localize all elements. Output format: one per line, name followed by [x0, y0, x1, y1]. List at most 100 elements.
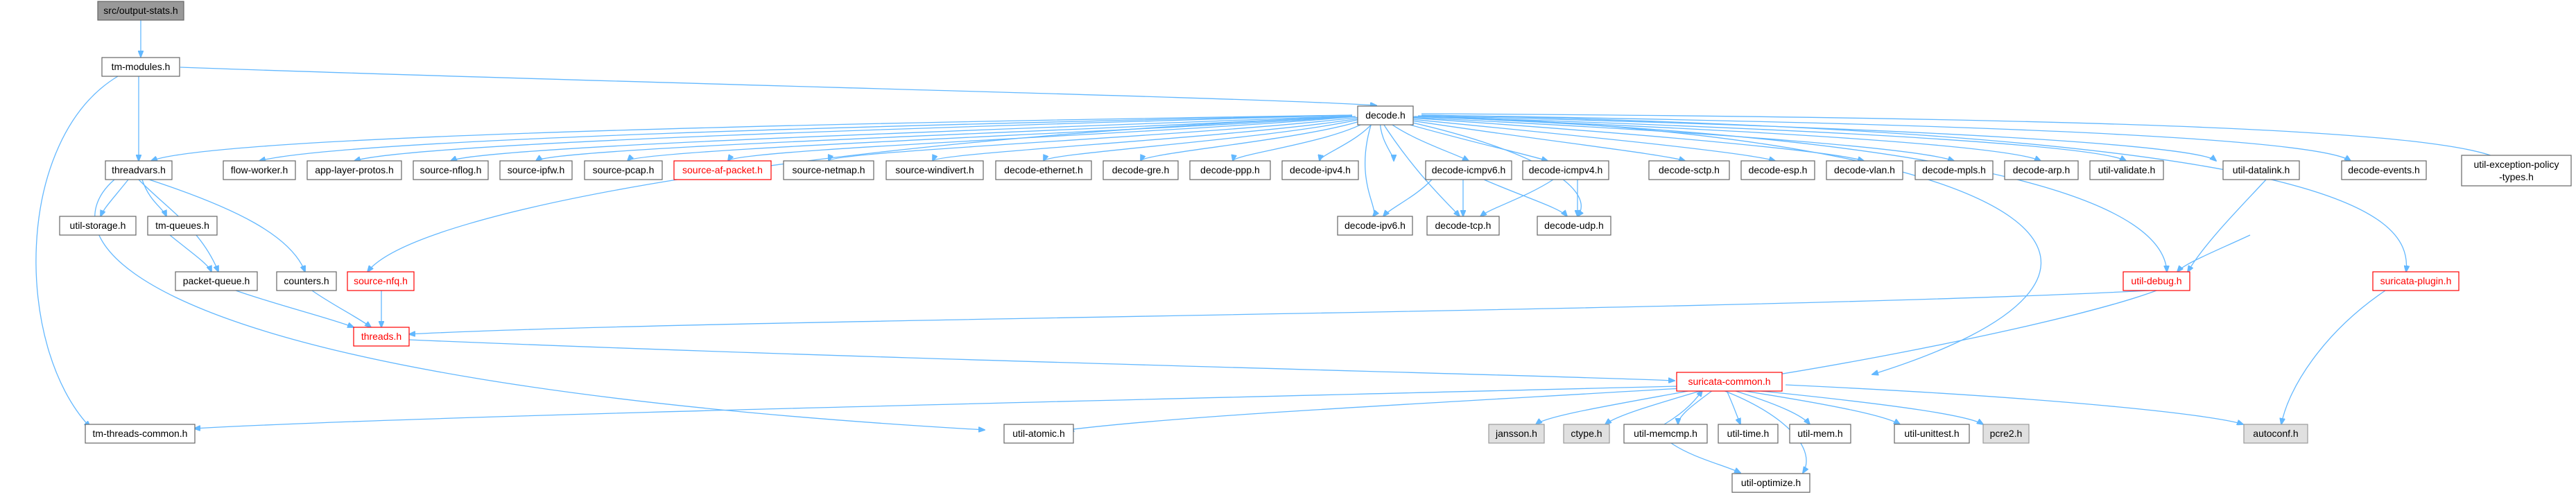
edge [311, 290, 371, 327]
node-suricata-plugin[interactable]: suricata-plugin.h [2372, 271, 2460, 291]
edge [1397, 117, 1775, 161]
node-label: source-nflog.h [420, 164, 482, 175]
node-label: decode-vlan.h [1834, 164, 1895, 175]
node-source-nflog[interactable]: source-nflog.h [413, 160, 489, 180]
node-label: tm-threads-common.h [93, 428, 188, 439]
node-tm-modules[interactable]: tm-modules.h [101, 57, 180, 77]
node-source-nfq[interactable]: source-nfq.h [347, 271, 415, 291]
edge [141, 179, 166, 216]
node-label: decode-gre.h [1112, 164, 1170, 175]
node-util-validate[interactable]: util-validate.h [2089, 160, 2164, 180]
node-decode-arp[interactable]: decode-arp.h [2004, 160, 2079, 180]
edge [1785, 384, 2243, 424]
node-label: packet-queue.h [183, 275, 250, 286]
edge [1726, 390, 1740, 424]
node-pcre2[interactable]: pcre2.h [1982, 424, 2030, 444]
edge [1663, 390, 1702, 425]
node-threads[interactable]: threads.h [353, 327, 410, 347]
node-label: util-exception-policy [2474, 159, 2559, 170]
node-util-atomic[interactable]: util-atomic.h [1003, 424, 1074, 444]
node-label: decode-icmpv6.h [1432, 164, 1506, 175]
node-decode-ppp[interactable]: decode-ppp.h [1189, 160, 1271, 180]
node-util-datalink[interactable]: util-datalink.h [2222, 160, 2300, 180]
edge [1605, 390, 1703, 424]
node-label: util-time.h [1727, 428, 1770, 439]
edge [1393, 117, 1685, 161]
edge [1740, 390, 1900, 424]
node-label: util-debug.h [2131, 275, 2181, 286]
node-output-stats[interactable]: src/output-stats.h [97, 1, 184, 21]
node-label: decode-events.h [2348, 164, 2420, 175]
node-decode-mpls[interactable]: decode-mpls.h [1914, 160, 1994, 180]
node-source-pcap[interactable]: source-pcap.h [584, 160, 663, 180]
node-decode-vlan[interactable]: decode-vlan.h [1826, 160, 1903, 180]
node-util-mem[interactable]: util-mem.h [1789, 424, 1851, 444]
node-jansson[interactable]: jansson.h [1488, 424, 1545, 444]
node-decode-events[interactable]: decode-events.h [2341, 160, 2427, 180]
node-app-layer-protos[interactable]: app-layer-protos.h [306, 160, 402, 180]
node-autoconf[interactable]: autoconf.h [2243, 424, 2308, 444]
node-label: tm-queues.h [155, 220, 209, 231]
edge [1733, 390, 1810, 424]
edge [259, 114, 1353, 161]
node-util-exception-policy-types[interactable]: util-exception-policy -types.h [2461, 155, 2572, 187]
node-label: decode-arp.h [2013, 164, 2071, 175]
edge [151, 114, 1353, 161]
node-suricata-common[interactable]: suricata-common.h [1676, 372, 1783, 392]
node-tm-threads-common[interactable]: tm-threads-common.h [85, 424, 196, 444]
node-source-af-packet[interactable]: source-af-packet.h [673, 160, 772, 180]
node-label: app-layer-protos.h [315, 164, 394, 175]
node-source-windivert[interactable]: source-windivert.h [885, 160, 984, 180]
node-decode-ethernet[interactable]: decode-ethernet.h [995, 160, 1092, 180]
node-label: pcre2.h [1990, 428, 2023, 439]
node-decode-icmpv6[interactable]: decode-icmpv6.h [1425, 160, 1512, 180]
node-label: decode-mpls.h [1922, 164, 1986, 175]
edge [148, 179, 305, 272]
node-label: decode-ipv6.h [1345, 220, 1406, 231]
node-decode-udp[interactable]: decode-udp.h [1537, 216, 1611, 236]
node-ctype[interactable]: ctype.h [1563, 424, 1610, 444]
edge [2281, 290, 2386, 424]
node-util-unittest[interactable]: util-unittest.h [1894, 424, 1970, 444]
node-decode-icmpv4[interactable]: decode-icmpv4.h [1522, 160, 1609, 180]
node-source-ipfw[interactable]: source-ipfw.h [499, 160, 573, 180]
node-util-optimize[interactable]: util-optimize.h [1731, 473, 1810, 493]
node-threadvars[interactable]: threadvars.h [105, 160, 173, 180]
node-label: autoconf.h [2253, 428, 2298, 439]
node-label: decode-icmpv4.h [1529, 164, 1603, 175]
node-decode-tcp[interactable]: decode-tcp.h [1426, 216, 1500, 236]
node-decode[interactable]: decode.h [1357, 105, 1414, 126]
edge [1365, 118, 1374, 216]
node-packet-queue[interactable]: packet-queue.h [175, 271, 258, 291]
edge [1747, 389, 1983, 424]
node-label: util-unittest.h [1904, 428, 1959, 439]
node-decode-esp[interactable]: decode-esp.h [1740, 160, 1815, 180]
edge [1483, 179, 1567, 216]
edge [1068, 388, 1682, 430]
edge [94, 179, 985, 430]
node-decode-gre[interactable]: decode-gre.h [1103, 160, 1179, 180]
edge [1388, 118, 1548, 161]
edge [728, 116, 1356, 161]
edge [180, 67, 1376, 105]
node-label: source-pcap.h [593, 164, 655, 175]
node-label: decode-esp.h [1749, 164, 1808, 175]
edge [1747, 290, 2157, 379]
node-util-storage[interactable]: util-storage.h [59, 216, 137, 236]
node-decode-ipv6[interactable]: decode-ipv6.h [1337, 216, 1413, 236]
node-util-time[interactable]: util-time.h [1718, 424, 1779, 444]
edge [1421, 113, 2503, 161]
node-tm-queues[interactable]: tm-queues.h [147, 216, 218, 236]
node-label: suricata-plugin.h [2380, 275, 2452, 286]
node-counters[interactable]: counters.h [276, 271, 337, 291]
node-util-debug[interactable]: util-debug.h [2123, 271, 2190, 291]
edge [1320, 118, 1377, 161]
node-decode-ipv4[interactable]: decode-ipv4.h [1281, 160, 1359, 180]
node-decode-sctp[interactable]: decode-sctp.h [1648, 160, 1730, 180]
node-util-memcmp[interactable]: util-memcmp.h [1623, 424, 1708, 444]
node-source-netmap[interactable]: source-netmap.h [783, 160, 874, 180]
node-label: ctype.h [1571, 428, 1602, 439]
node-flow-worker[interactable]: flow-worker.h [223, 160, 296, 180]
node-label: tm-modules.h [112, 61, 171, 72]
node-label: source-ipfw.h [508, 164, 564, 175]
